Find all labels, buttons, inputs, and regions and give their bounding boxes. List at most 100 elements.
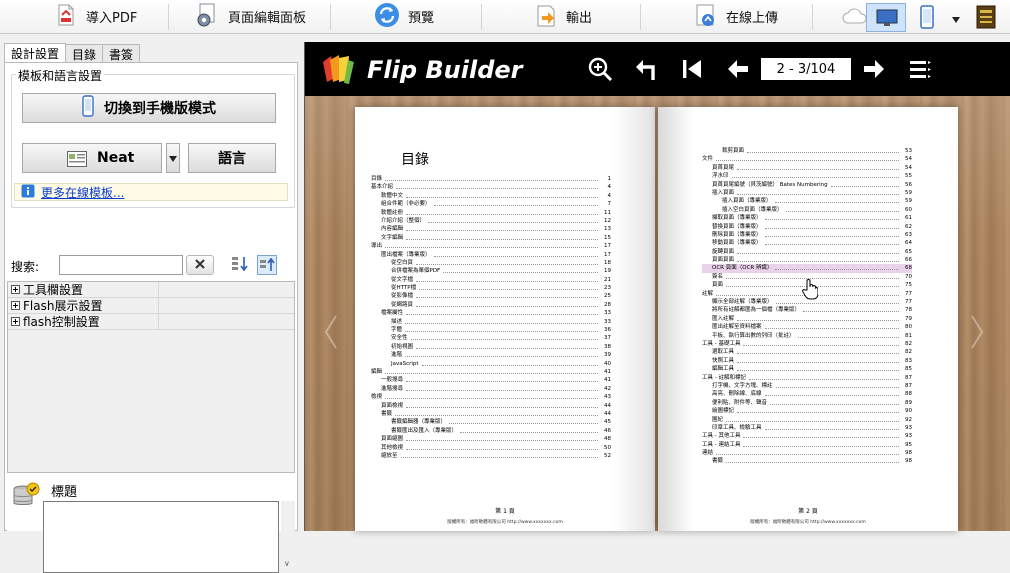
property-row-flash-control[interactable]: flash控制設置	[8, 314, 294, 330]
toc-entry[interactable]: 顯示全部註解（專業版）77	[702, 298, 912, 307]
toc-entry[interactable]: 匯出檔案（專業版）17	[371, 250, 611, 259]
cloud-icon[interactable]	[842, 6, 868, 29]
description-textbox[interactable]	[43, 501, 279, 573]
tab-design-settings[interactable]: 設計設置	[4, 43, 67, 63]
chevron-right-icon[interactable]	[969, 312, 985, 352]
property-row-toolbar-settings[interactable]: 工具欄設置	[8, 282, 294, 298]
more-templates-link[interactable]: 更多在線模板...	[41, 185, 125, 200]
next-page-icon[interactable]	[861, 56, 887, 82]
toc-entry[interactable]: 擷取頁面（專業版）61	[702, 214, 912, 223]
toc-entry[interactable]: 介紹介紹（整個）12	[371, 216, 611, 226]
template-selector[interactable]: Neat	[22, 143, 162, 173]
toc-entry[interactable]: 插入頁面（專業版）59	[702, 197, 912, 206]
preview-button[interactable]: 預覽	[370, 2, 438, 30]
toc-entry[interactable]: 書籤匯出及匯入（專業版）46	[371, 426, 611, 436]
toc-entry[interactable]: 替換頁面（專業版）62	[702, 222, 912, 231]
book-cover-icon[interactable]	[976, 5, 996, 32]
clear-search-button[interactable]	[186, 255, 214, 275]
toc-entry[interactable]: 平板、執行算出數的列印（批註）81	[702, 331, 912, 340]
import-pdf-button[interactable]: 導入PDF	[50, 2, 141, 30]
sort-down-icon[interactable]	[231, 255, 249, 275]
zoom-in-icon[interactable]	[587, 56, 613, 82]
toc-entry[interactable]: 插入空白頁面（專業版）60	[702, 205, 912, 215]
desktop-view-button[interactable]	[866, 3, 906, 32]
tab-table-of-contents[interactable]: 目錄	[65, 44, 104, 62]
chevron-down-icon[interactable]	[952, 12, 960, 26]
toc-entry[interactable]: 書籤編輯器（專業版）45	[371, 418, 611, 427]
toc-entry[interactable]: 將所有註解都匯為一個檔（專業版）78	[702, 306, 912, 315]
chevron-left-icon[interactable]	[323, 312, 339, 352]
page-number-field[interactable]: 2 - 3/104	[761, 58, 851, 80]
toc-entry[interactable]: OCR 頁面（OCR 辨識）68	[702, 264, 912, 273]
page-editor-button[interactable]: 頁面編輯面板	[190, 2, 310, 30]
menu-icon[interactable]	[907, 56, 933, 82]
switch-mobile-button[interactable]: 切換到手機版模式	[22, 93, 276, 123]
output-button[interactable]: 輸出	[530, 2, 596, 30]
previous-page-icon[interactable]	[725, 56, 751, 82]
tab-bookmarks[interactable]: 書簽	[102, 44, 141, 62]
property-row-flash-display[interactable]: Flash展示設置	[8, 298, 294, 314]
toc-entry[interactable]: 組合件範（非必要）7	[371, 200, 611, 209]
sort-up-icon[interactable]	[257, 255, 277, 275]
search-input[interactable]	[59, 255, 183, 275]
toc-entry[interactable]: 移動頁面（專業版）64	[702, 239, 912, 248]
expand-icon[interactable]	[11, 301, 20, 310]
mobile-view-icon[interactable]	[920, 5, 934, 32]
expand-icon[interactable]	[11, 285, 20, 294]
upload-button[interactable]: 在線上傳	[690, 2, 782, 30]
expand-icon[interactable]	[11, 317, 20, 326]
template-dropdown-button[interactable]	[166, 143, 180, 173]
